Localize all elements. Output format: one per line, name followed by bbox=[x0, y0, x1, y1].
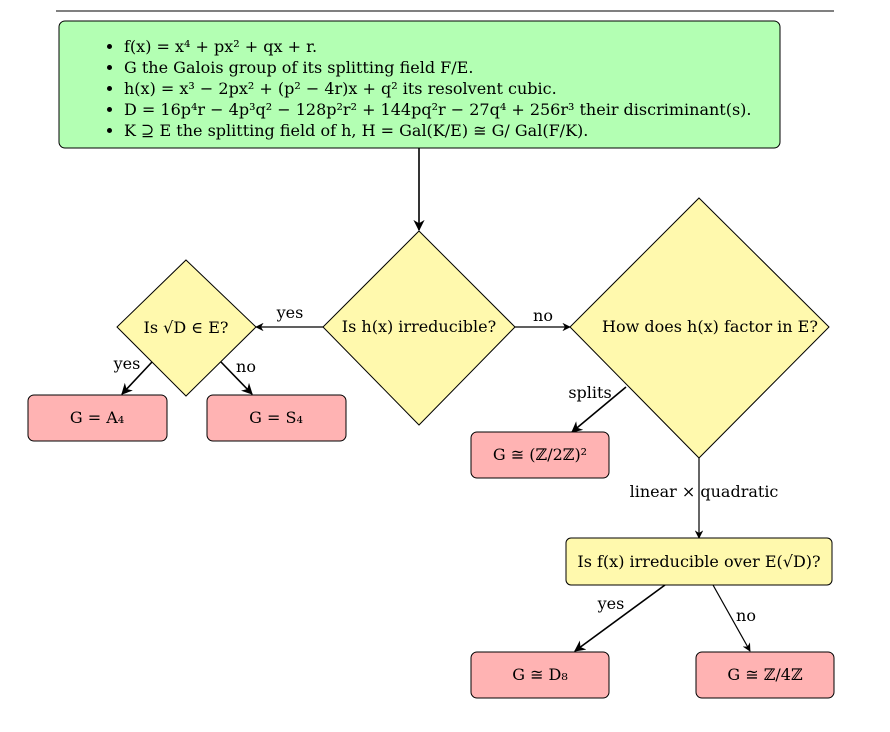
edge-sqrtD-no bbox=[220, 361, 253, 395]
result-A4-label: G = A₄ bbox=[70, 408, 124, 427]
edge-firred-no bbox=[712, 584, 751, 652]
definition-K: K ⊇ E the splitting field of h, H = Gal(… bbox=[124, 120, 780, 141]
edge-factor-splits bbox=[571, 386, 627, 433]
definition-G: G the Galois group of its splitting fiel… bbox=[124, 57, 780, 78]
result-V4-box bbox=[470, 431, 610, 479]
edge-firred-no-label: no bbox=[736, 606, 756, 625]
result-D8-label: G ≅ D₈ bbox=[512, 665, 568, 684]
result-Z4-box bbox=[695, 651, 835, 699]
edge-sqrtD-no-label: no bbox=[236, 357, 256, 376]
result-Z4-label: G ≅ ℤ/4ℤ bbox=[727, 665, 803, 684]
decision-irreducible-label: Is h(x) irreducible? bbox=[342, 317, 496, 336]
result-V4-label: G ≅ (ℤ/2ℤ)² bbox=[493, 445, 587, 464]
edge-sqrtD-yes-label: yes bbox=[113, 354, 141, 373]
decision-sqrtD bbox=[116, 259, 257, 397]
decision-f-irreducible-label: Is f(x) irreducible over E(√D)? bbox=[577, 552, 820, 571]
definition-D: D = 16p⁴r − 4p³q² − 128p²r² + 144pq²r − … bbox=[124, 99, 780, 120]
edge-firred-yes-label: yes bbox=[597, 594, 625, 613]
edge-factor-linquad-label: linear × quadratic bbox=[630, 482, 779, 501]
edge-sqrtD-yes bbox=[121, 361, 153, 395]
edge-firred-yes bbox=[574, 584, 666, 652]
decision-factor bbox=[569, 197, 830, 459]
result-A4-box bbox=[27, 394, 168, 442]
result-D8-box bbox=[470, 651, 610, 699]
result-S4-box bbox=[206, 394, 347, 442]
definition-h: h(x) = x³ − 2px² + (p² − 4r)x + q² its r… bbox=[124, 78, 780, 99]
edge-factor-splits-label: splits bbox=[568, 383, 611, 402]
decision-f-irreducible bbox=[565, 537, 833, 586]
edge-irreducible-no-label: no bbox=[533, 306, 553, 325]
decision-sqrtD-label: Is √D ∈ E? bbox=[144, 318, 229, 337]
result-S4-label: G = S₄ bbox=[249, 408, 303, 427]
definition-f: f(x) = x⁴ + px² + qx + r. bbox=[124, 36, 780, 57]
decision-irreducible bbox=[322, 230, 516, 426]
decision-factor-label: How does h(x) factor in E? bbox=[602, 317, 818, 336]
edge-irreducible-yes-label: yes bbox=[276, 303, 304, 322]
header-definitions: f(x) = x⁴ + px² + qx + r. G the Galois g… bbox=[60, 22, 780, 148]
definitions-list: f(x) = x⁴ + px² + qx + r. G the Galois g… bbox=[60, 36, 780, 141]
